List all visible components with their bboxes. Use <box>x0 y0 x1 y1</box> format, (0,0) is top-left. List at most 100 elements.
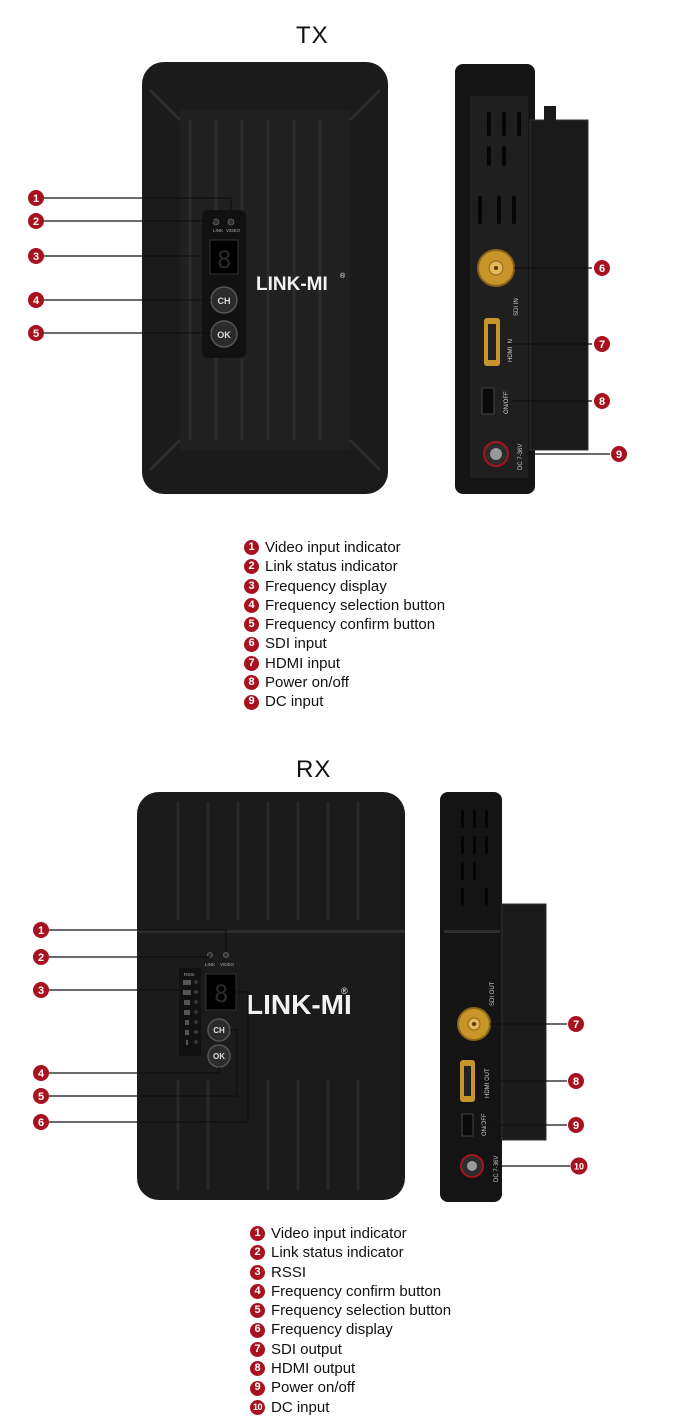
tx-video-led <box>227 218 235 226</box>
rx-hdmi-label: HDMI OUT <box>485 1068 491 1098</box>
tx-frequency-display <box>209 239 239 275</box>
svg-text:1: 1 <box>38 925 44 937</box>
legend-label: Power on/off <box>265 674 349 692</box>
legend-label: SDI output <box>271 1340 342 1358</box>
list-item: 3 RSSI <box>250 1263 451 1282</box>
list-item: 8 HDMI output <box>250 1359 451 1378</box>
legend-badge: 2 <box>250 1245 265 1261</box>
legend-label: Link status indicator <box>265 558 398 576</box>
svg-text:8: 8 <box>573 1076 579 1088</box>
tx-callout-2 <box>28 213 44 229</box>
list-item: 5 Frequency confirm button <box>244 615 445 634</box>
legend-badge: 9 <box>244 694 259 710</box>
rx-device-figure: LINK VIDEO RSSI 8 CH OK LINK-MI ® SDI OU… <box>33 792 588 1202</box>
svg-text:8: 8 <box>214 980 228 1008</box>
tx-callout-9 <box>611 446 627 462</box>
svg-text:7: 7 <box>573 1019 579 1031</box>
svg-text:3: 3 <box>33 251 39 263</box>
legend-label: DC input <box>271 1398 330 1416</box>
tx-device-figure: LINK VIDEO 8 CH OK LINK-MI ® SDI IN HDMI… <box>28 62 627 494</box>
list-item: 9 DC input <box>244 692 445 711</box>
tx-callout-8 <box>594 393 610 409</box>
legend-badge: 6 <box>250 1322 265 1338</box>
rx-dc-label: DC 7-36V <box>494 1156 500 1182</box>
legend-badge: 3 <box>250 1264 265 1280</box>
svg-text:3: 3 <box>38 985 44 997</box>
tx-sdi-label: SDI IN <box>514 298 520 316</box>
tx-callout-7 <box>594 336 610 352</box>
rx-battery-plate <box>501 903 547 1141</box>
tx-callout-5 <box>28 325 44 341</box>
legend-badge: 1 <box>250 1226 265 1242</box>
tx-hdmi-label: HDMI IN <box>508 339 514 362</box>
legend-badge: 8 <box>244 675 259 691</box>
svg-text:6: 6 <box>599 263 605 275</box>
tx-callout-1 <box>28 190 44 206</box>
legend-badge: 4 <box>250 1284 265 1300</box>
list-item: 8 Power on/off <box>244 673 445 692</box>
legend-label: HDMI input <box>265 654 341 672</box>
legend-badge: 1 <box>244 540 259 556</box>
svg-text:®: ® <box>341 986 348 996</box>
svg-text:1: 1 <box>33 193 39 205</box>
svg-text:9: 9 <box>573 1120 579 1132</box>
tx-callout-3 <box>28 248 44 264</box>
legend-badge: 7 <box>250 1341 265 1357</box>
rx-callout-6 <box>33 1114 49 1130</box>
svg-text:8: 8 <box>599 396 605 408</box>
rx-callout-7 <box>568 1016 584 1032</box>
legend-label: Frequency confirm button <box>265 616 436 634</box>
legend-badge: 6 <box>244 636 259 652</box>
tx-ok-label: OK <box>217 330 231 340</box>
rx-ok-label: OK <box>213 1052 225 1061</box>
legend-badge: 9 <box>250 1380 265 1396</box>
legend-badge: 5 <box>250 1303 265 1319</box>
svg-text:9: 9 <box>616 449 622 461</box>
legend-badge: 8 <box>250 1361 265 1377</box>
rx-sdi-label: SDI OUT <box>490 981 496 1006</box>
legend-label: Frequency selection button <box>271 1302 452 1320</box>
legend-badge: 5 <box>244 617 259 633</box>
tx-ch-label: CH <box>218 296 231 306</box>
tx-dc-label: DC 7-36V <box>518 444 524 470</box>
legend-label: Frequency display <box>265 577 387 595</box>
list-item: 2 Link status indicator <box>244 557 445 576</box>
legend-label: Frequency selection button <box>265 596 446 614</box>
list-item: 4 Frequency selection button <box>244 596 445 615</box>
legend-badge: 10 <box>250 1399 265 1415</box>
tx-brand-logo: LINK-MI <box>256 274 328 295</box>
rx-video-led-label: VIDEO <box>220 962 235 967</box>
rx-link-led-label: LINK <box>205 962 215 967</box>
tx-title: TX <box>296 22 329 49</box>
rx-rssi-label: RSSI <box>184 972 195 977</box>
legend-label: Frequency display <box>271 1321 393 1339</box>
tx-callout-4 <box>28 292 44 308</box>
rx-callout-5 <box>33 1088 49 1104</box>
legend-badge: 4 <box>244 598 259 614</box>
list-item: 5 Frequency selection button <box>250 1301 451 1320</box>
svg-text:2: 2 <box>33 216 39 228</box>
list-item: 6 Frequency display <box>250 1320 451 1339</box>
rx-callout-4 <box>33 1065 49 1081</box>
legend-label: Frequency confirm button <box>271 1282 442 1300</box>
legend-badge: 2 <box>244 559 259 575</box>
legend-label: HDMI output <box>271 1360 356 1378</box>
legend-label: DC input <box>265 693 324 711</box>
rx-callout-9 <box>568 1117 584 1133</box>
svg-text:5: 5 <box>38 1091 44 1103</box>
tx-battery-plate <box>529 119 589 451</box>
rx-callout-2 <box>33 949 49 965</box>
rx-brand-logo: LINK-MI <box>246 989 352 1020</box>
rx-video-led <box>223 952 229 958</box>
rx-title: RX <box>296 756 332 783</box>
tx-video-led-label: VIDEO <box>226 228 241 233</box>
legend-label: RSSI <box>271 1263 307 1281</box>
svg-text:2: 2 <box>38 952 44 964</box>
